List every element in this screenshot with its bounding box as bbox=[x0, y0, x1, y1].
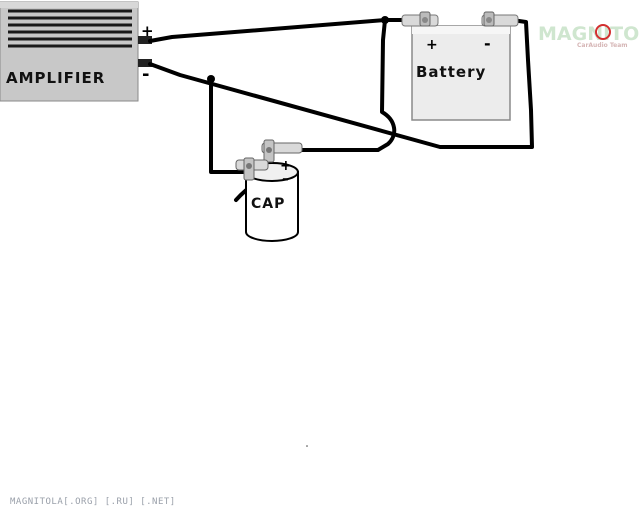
watermark-accent-ring bbox=[595, 24, 611, 40]
battery-label: Battery bbox=[416, 63, 486, 81]
capacitor-body bbox=[245, 171, 299, 242]
watermark-logo: MAGNITOLA CarAudio Team bbox=[538, 23, 640, 49]
footer-text: MAGNITOLA[.ORG] [.RU] [.NET] bbox=[10, 497, 176, 507]
wire-battery-positive-to-cap-positive bbox=[298, 18, 397, 152]
amplifier-heatsink-fins bbox=[8, 9, 132, 48]
amplifier-plus-sign: + bbox=[141, 22, 154, 40]
amplifier-label: AMPLIFIER bbox=[6, 69, 105, 87]
watermark-brand: MAGNITOLA bbox=[538, 23, 640, 45]
amplifier-negative-terminal bbox=[138, 59, 152, 67]
capacitor-negative-terminal bbox=[235, 157, 269, 181]
amplifier-positive-terminal bbox=[138, 36, 152, 44]
battery-body bbox=[411, 25, 511, 121]
junction-dot-positive bbox=[381, 16, 389, 24]
amplifier: AMPLIFIER + - bbox=[0, 1, 154, 102]
capacitor-label: CAP bbox=[251, 196, 285, 212]
wire-amp-negative-to-battery-negative bbox=[148, 18, 534, 149]
stray-dot bbox=[306, 445, 308, 447]
capacitor-plus-sign: + bbox=[280, 158, 292, 174]
junction-dot-ground bbox=[207, 75, 215, 83]
capacitor: CAP + - bbox=[235, 139, 303, 242]
wire-ground-branch-to-cap-negative bbox=[209, 78, 246, 174]
battery-positive-terminal bbox=[401, 11, 439, 27]
battery: Battery + - bbox=[401, 11, 519, 121]
watermark-tagline: CarAudio Team bbox=[577, 42, 628, 49]
wire-amp-positive-to-battery-positive bbox=[148, 18, 412, 43]
battery-minus-sign: - bbox=[484, 34, 491, 53]
capacitor-positive-terminal bbox=[261, 139, 303, 163]
capacitor-minus-sign: - bbox=[282, 169, 289, 188]
battery-negative-terminal bbox=[481, 11, 519, 27]
battery-plus-sign: + bbox=[426, 37, 438, 53]
amplifier-minus-sign: - bbox=[142, 64, 149, 85]
